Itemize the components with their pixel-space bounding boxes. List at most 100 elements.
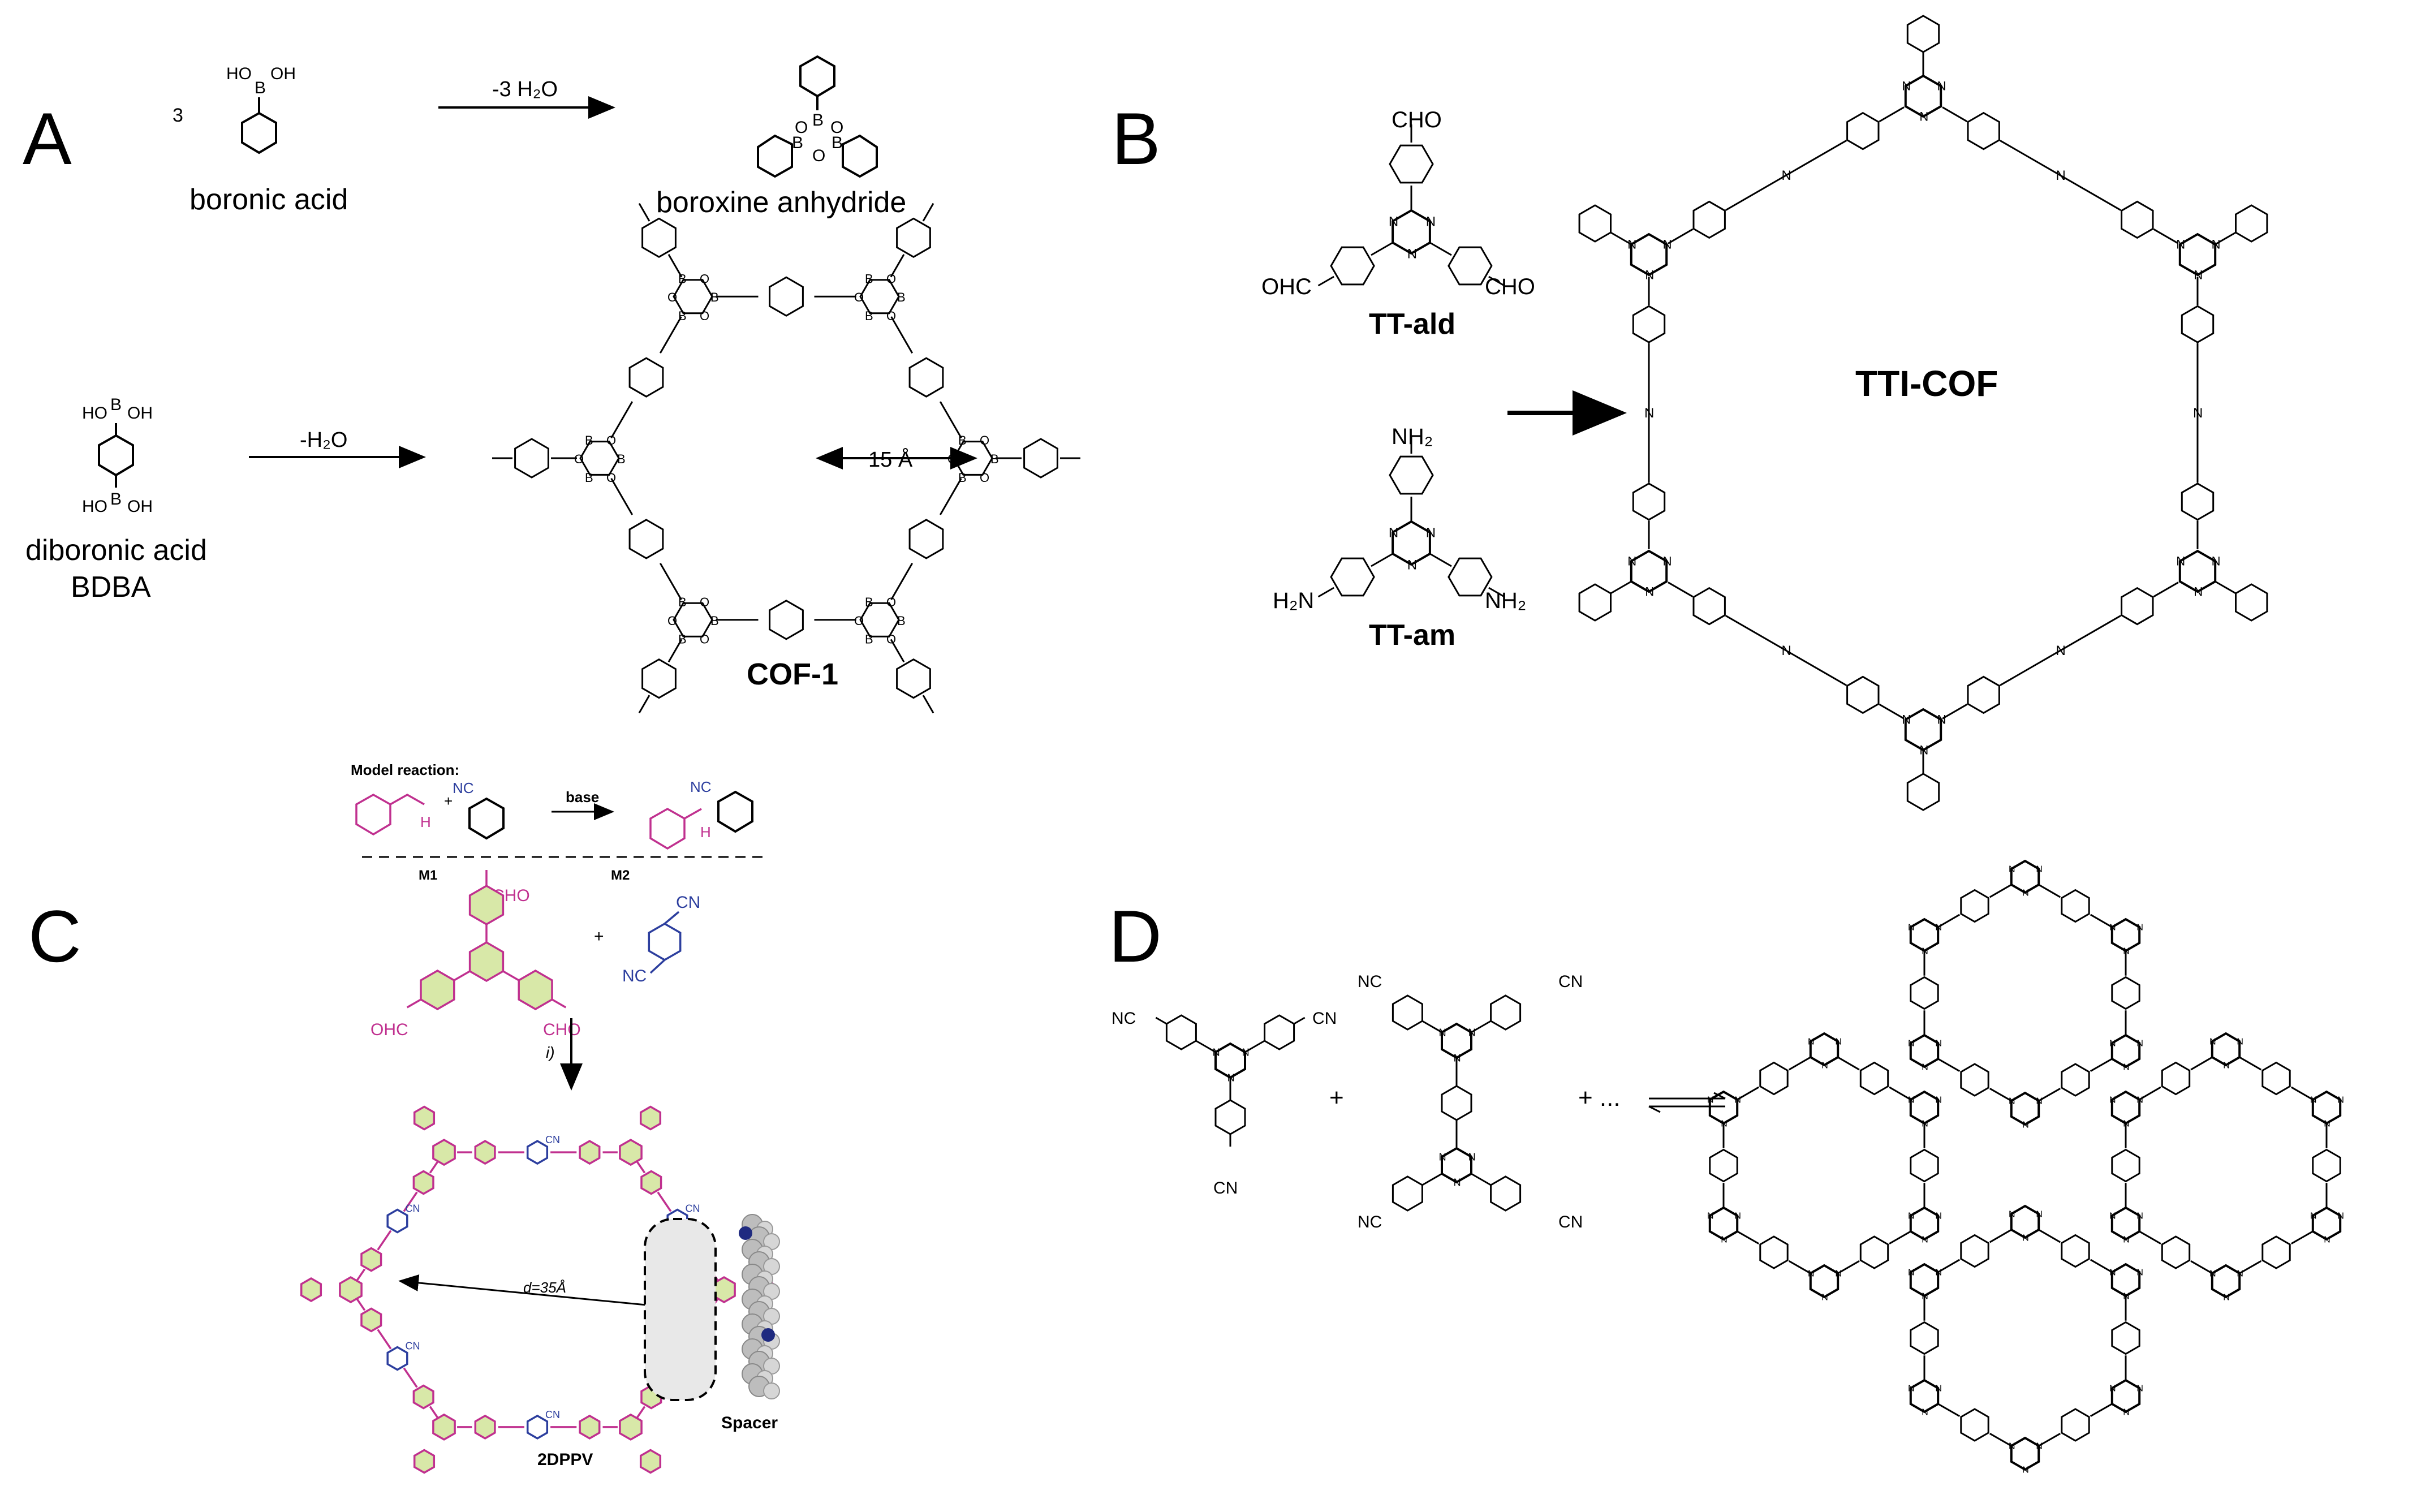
bond xyxy=(638,203,651,222)
panel-c: C Model reaction: H + NC base NC H M1 M2… xyxy=(28,761,780,1474)
bond xyxy=(356,1299,366,1311)
svg-text:NC: NC xyxy=(1112,1009,1136,1028)
svg-text:NC: NC xyxy=(1358,1213,1382,1231)
boroxine-ring xyxy=(579,441,620,476)
boroxine-atom: B xyxy=(990,452,999,466)
bond xyxy=(659,563,682,600)
linker-ring xyxy=(412,1170,434,1195)
triazine-n-atom: N xyxy=(1908,1384,1915,1394)
triazine-n-atom: N xyxy=(2036,865,2043,875)
triazine-n-atom: N xyxy=(2109,1268,2116,1278)
triazine-n-atom: N xyxy=(2136,1096,2143,1105)
benzene-ring xyxy=(1960,1234,1989,1268)
triazine-ring xyxy=(2110,1090,2141,1125)
cn-label: CN xyxy=(686,1203,700,1214)
triazine-n-atom: N xyxy=(1426,525,1436,540)
bond xyxy=(636,1161,646,1174)
benzene-ring xyxy=(1692,587,1726,626)
cof-1-label: COF-1 xyxy=(747,657,838,691)
boroxine-atom: B xyxy=(710,290,719,304)
bond xyxy=(1942,106,1968,123)
triazine-n-atom: N xyxy=(1902,79,1911,93)
boroxine-atom: B xyxy=(865,309,873,323)
triazine-n-atom: N xyxy=(1908,1212,1915,1221)
node-ring xyxy=(339,1276,363,1304)
svg-text:H: H xyxy=(700,824,711,841)
triazine-n-atom: N xyxy=(1627,554,1636,568)
benzene-ring xyxy=(2061,1063,2090,1097)
triazine-n-atom: N xyxy=(1937,713,1946,727)
benzene-ring xyxy=(1165,1014,1197,1050)
benzene-ring xyxy=(1906,15,1940,53)
triazine-n-atom: N xyxy=(1734,1212,1741,1221)
bdba-label: BDBA xyxy=(71,571,151,604)
svg-text:CHO: CHO xyxy=(1392,107,1442,132)
tt-ald-label: TT-ald xyxy=(1369,308,1455,341)
benzene-ring xyxy=(2161,1061,2191,1096)
triazine-n-atom: N xyxy=(2337,1212,2344,1221)
triazine-n-atom: N xyxy=(2324,1235,2330,1245)
triazine-ring xyxy=(2110,1379,2141,1414)
bond xyxy=(1421,1173,1442,1186)
bond xyxy=(922,695,934,714)
bond xyxy=(2190,1057,2212,1071)
svg-text:H₂N: H₂N xyxy=(1273,588,1314,613)
benzene-ring xyxy=(896,658,931,699)
bond xyxy=(638,695,651,714)
boroxine-atom: O xyxy=(700,309,709,323)
triazine-ring xyxy=(2010,1204,2040,1239)
boroxine-atom: O xyxy=(574,452,584,466)
triazine-ring xyxy=(1909,1090,1940,1125)
boroxine-ring xyxy=(859,602,900,637)
boroxine-atom: B xyxy=(710,614,719,628)
benzene-ring xyxy=(386,1208,408,1234)
outer-ring xyxy=(300,1277,322,1303)
svg-text:O: O xyxy=(812,147,825,165)
benzene-ring xyxy=(1960,889,1989,923)
boroxine-ring xyxy=(673,602,713,637)
svg-text:NH₂: NH₂ xyxy=(1392,424,1433,449)
triazine-n-atom: N xyxy=(2176,238,2185,252)
bond xyxy=(2153,228,2179,244)
benzene-ring xyxy=(1967,111,2000,150)
boroxine-atom: O xyxy=(980,471,989,485)
boroxine-atom: O xyxy=(854,290,864,304)
triazine-n-atom: N xyxy=(1922,1063,1928,1072)
benzene-ring xyxy=(2261,1235,2291,1269)
triazine-n-atom: N xyxy=(1627,238,1636,252)
2dppv-label: 2DPPV xyxy=(537,1450,593,1469)
bond xyxy=(2039,884,2061,898)
svg-text:NC: NC xyxy=(690,778,712,795)
benzene-ring xyxy=(386,1346,408,1371)
svg-text:H: H xyxy=(420,813,431,830)
bond xyxy=(667,639,683,663)
bond xyxy=(2139,1230,2161,1244)
outer-ring xyxy=(639,1449,662,1474)
triazine-n-atom: N xyxy=(1734,1096,1741,1105)
bond xyxy=(2153,581,2179,598)
bond xyxy=(1725,140,1847,211)
benzene-ring xyxy=(641,658,677,699)
panel-a-letter: A xyxy=(23,97,72,180)
triazine-n-atom: N xyxy=(1439,1151,1446,1162)
bond xyxy=(1889,1230,1911,1244)
boroxine-ring xyxy=(859,279,900,315)
bond xyxy=(1989,1087,2011,1102)
bond xyxy=(403,1367,418,1388)
benzene-ring xyxy=(1846,111,1880,150)
bond xyxy=(1421,1020,1442,1033)
triazine-ring xyxy=(2110,1033,2141,1069)
bond xyxy=(1429,553,1452,567)
triazine-n-atom: N xyxy=(2223,1061,2230,1071)
bond xyxy=(1737,1086,1760,1100)
triazine-n-atom: N xyxy=(1922,1119,1928,1129)
benzene-ring xyxy=(1392,994,1423,1031)
bond xyxy=(2000,140,2121,211)
bond xyxy=(356,1268,366,1281)
outer-ring xyxy=(413,1105,436,1131)
svg-text:CN: CN xyxy=(1312,1009,1337,1028)
bond xyxy=(1488,275,1505,287)
bond xyxy=(649,959,666,974)
